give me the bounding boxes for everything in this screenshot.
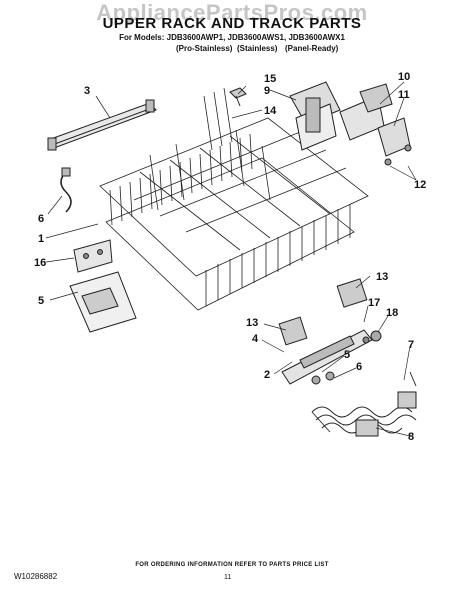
callout-18: 18: [386, 307, 399, 319]
page-number: 11: [224, 574, 232, 581]
part-track-right: [336, 278, 368, 308]
callout-2: 2: [264, 369, 271, 381]
upper-rack-basket: [99, 87, 369, 311]
callout-11: 11: [398, 89, 410, 101]
callout-13-lower: 13: [246, 317, 259, 329]
leader-lines: [45, 81, 417, 437]
callout-10: 10: [398, 71, 411, 83]
part-slide-rail: [281, 329, 382, 385]
part-hose: [60, 167, 72, 213]
ordering-note: FOR ORDERING INFORMATION REFER TO PARTS …: [135, 562, 329, 568]
callout-1: 1: [38, 233, 45, 245]
part-clip-box: [69, 271, 137, 333]
page-title: UPPER RACK AND TRACK PARTS: [102, 15, 362, 32]
part-latch: [73, 239, 113, 273]
watermark: AppliancePartsPros.com: [96, 0, 368, 25]
callout-7: 7: [408, 339, 415, 351]
callout-9: 9: [264, 85, 271, 97]
callout-6-lower: 6: [356, 361, 363, 373]
callout-6: 6: [38, 213, 45, 225]
models-line: For Models: JDB3600AWP1, JDB3600AWS1, JD…: [119, 33, 345, 42]
callout-17: 17: [368, 297, 381, 309]
callout-16: 16: [34, 257, 47, 269]
finish-stainless: (Stainless): [237, 44, 278, 53]
part-end-cap: [355, 391, 417, 437]
part-clip: [229, 87, 247, 107]
part-wheel-housing: [289, 81, 341, 151]
callout-3: 3: [84, 85, 91, 97]
part-rail-bar: [47, 99, 157, 151]
finish-pro-stainless: (Pro-Stainless): [176, 44, 233, 53]
part-track-left: [278, 316, 308, 346]
document-number: W10286882: [14, 572, 58, 581]
callout-4: 4: [252, 333, 259, 345]
part-bracket: [339, 83, 393, 141]
callout-8: 8: [408, 431, 415, 443]
callout-5: 5: [38, 295, 45, 307]
callout-15: 15: [264, 73, 277, 85]
finish-panel-ready: (Panel-Ready): [285, 44, 339, 53]
callout-14: 14: [264, 105, 277, 117]
callout-13-upper: 13: [376, 271, 389, 283]
callout-12: 12: [414, 179, 427, 191]
part-plate: [377, 117, 412, 166]
callout-5-lower: 5: [344, 349, 351, 361]
